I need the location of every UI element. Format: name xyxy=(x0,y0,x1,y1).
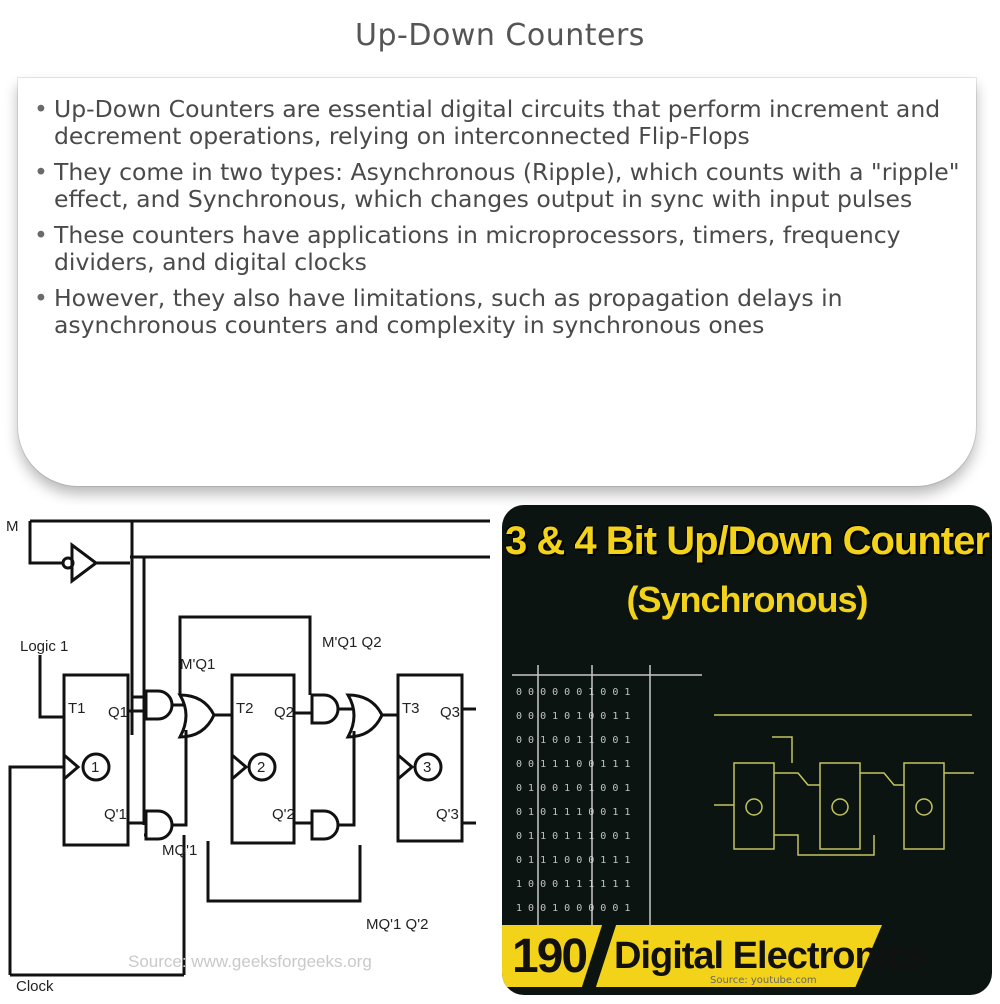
thumbnail-title: 3 & 4 Bit Up/Down Counter xyxy=(505,519,990,563)
svg-text:0 1 1 1 0 0 0 1 1 1: 0 1 1 1 0 0 0 1 1 1 xyxy=(516,855,630,866)
q1-label: Q1 xyxy=(108,704,128,721)
ff1-label: 1 xyxy=(91,759,99,776)
page-title: Up-Down Counters xyxy=(355,18,645,53)
clock-label: Clock xyxy=(16,978,54,995)
bullet-list: Up-Down Counters are essential digital c… xyxy=(30,96,975,348)
q3-label: Q3 xyxy=(440,704,460,721)
svg-text:0 0 1 1 1 0 0 1 1 1: 0 0 1 1 1 0 0 1 1 1 xyxy=(516,759,630,770)
t2-label: T2 xyxy=(236,700,254,717)
mq1n-label: M'Q1 xyxy=(180,656,215,673)
episode-number: 190 xyxy=(512,930,588,983)
thumbnail-source: Source: youtube.com xyxy=(710,975,817,986)
thumbnail-subtitle: (Synchronous) xyxy=(626,579,868,620)
t3-label: T3 xyxy=(402,700,420,717)
circuit-diagram: M Logic 1 Clock T1 T2 T3 Q1 Q2 Q3 Q'1 Q'… xyxy=(0,505,500,1000)
q3n-label: Q'3 xyxy=(436,806,459,823)
bullet-item: These counters have applications in micr… xyxy=(30,222,975,276)
ff3-label: 3 xyxy=(423,759,431,776)
q2-label: Q2 xyxy=(274,704,294,721)
mqn1-label: MQ'1 xyxy=(162,842,197,859)
category-label: Digital Electronics xyxy=(614,935,928,977)
svg-text:0 0 1 0 0 1 1 0 0 1: 0 0 1 0 0 1 1 0 0 1 xyxy=(516,735,630,746)
t1-label: T1 xyxy=(68,700,86,717)
svg-text:1 0 0 1 0 0 0 0 0 1: 1 0 0 1 0 0 0 0 0 1 xyxy=(516,903,630,914)
svg-text:0 0 0 0 0 0 1 0 0 1: 0 0 0 0 0 0 1 0 0 1 xyxy=(516,687,630,698)
svg-text:0 1 0 1 1 1 0 0 1 1: 0 1 0 1 1 1 0 0 1 1 xyxy=(516,807,630,818)
logic1-label: Logic 1 xyxy=(20,638,68,655)
q2n-label: Q'2 xyxy=(272,806,295,823)
video-thumbnail[interactable]: 3 & 4 Bit Up/Down Counter (Synchronous) … xyxy=(502,505,992,995)
mqn1qn2-label: MQ'1 Q'2 xyxy=(366,916,428,933)
circuit-schematic: M Logic 1 Clock T1 T2 T3 Q1 Q2 Q3 Q'1 Q'… xyxy=(6,518,490,995)
bullet-item: However, they also have limitations, suc… xyxy=(30,285,975,339)
q1n-label: Q'1 xyxy=(104,806,127,823)
episode-badge xyxy=(502,925,882,987)
bullet-item: Up-Down Counters are essential digital c… xyxy=(30,96,975,150)
chalkboard-drawing: 0 0 0 0 0 0 1 0 0 1 0 0 0 1 0 1 0 0 1 1 … xyxy=(512,665,974,925)
svg-text:0 0 0 1 0 1 0 0 1 1: 0 0 0 1 0 1 0 0 1 1 xyxy=(516,711,630,722)
svg-text:0 1 0 0 1 0 1 0 0 1: 0 1 0 0 1 0 1 0 0 1 xyxy=(516,783,630,794)
diagram-source: Source: www.geeksforgeeks.org xyxy=(128,952,372,971)
svg-text:0 1 1 0 1 1 1 0 0 1: 0 1 1 0 1 1 1 0 0 1 xyxy=(516,831,630,842)
ff2-label: 2 xyxy=(257,759,265,776)
bullet-item: They come in two types: Asynchronous (Ri… xyxy=(30,159,975,213)
m-label: M xyxy=(6,518,19,535)
mq1nq2-label: M'Q1 Q2 xyxy=(322,634,382,651)
svg-text:1 0 0 0 1 1 1 1 1 1: 1 0 0 0 1 1 1 1 1 1 xyxy=(516,879,630,890)
